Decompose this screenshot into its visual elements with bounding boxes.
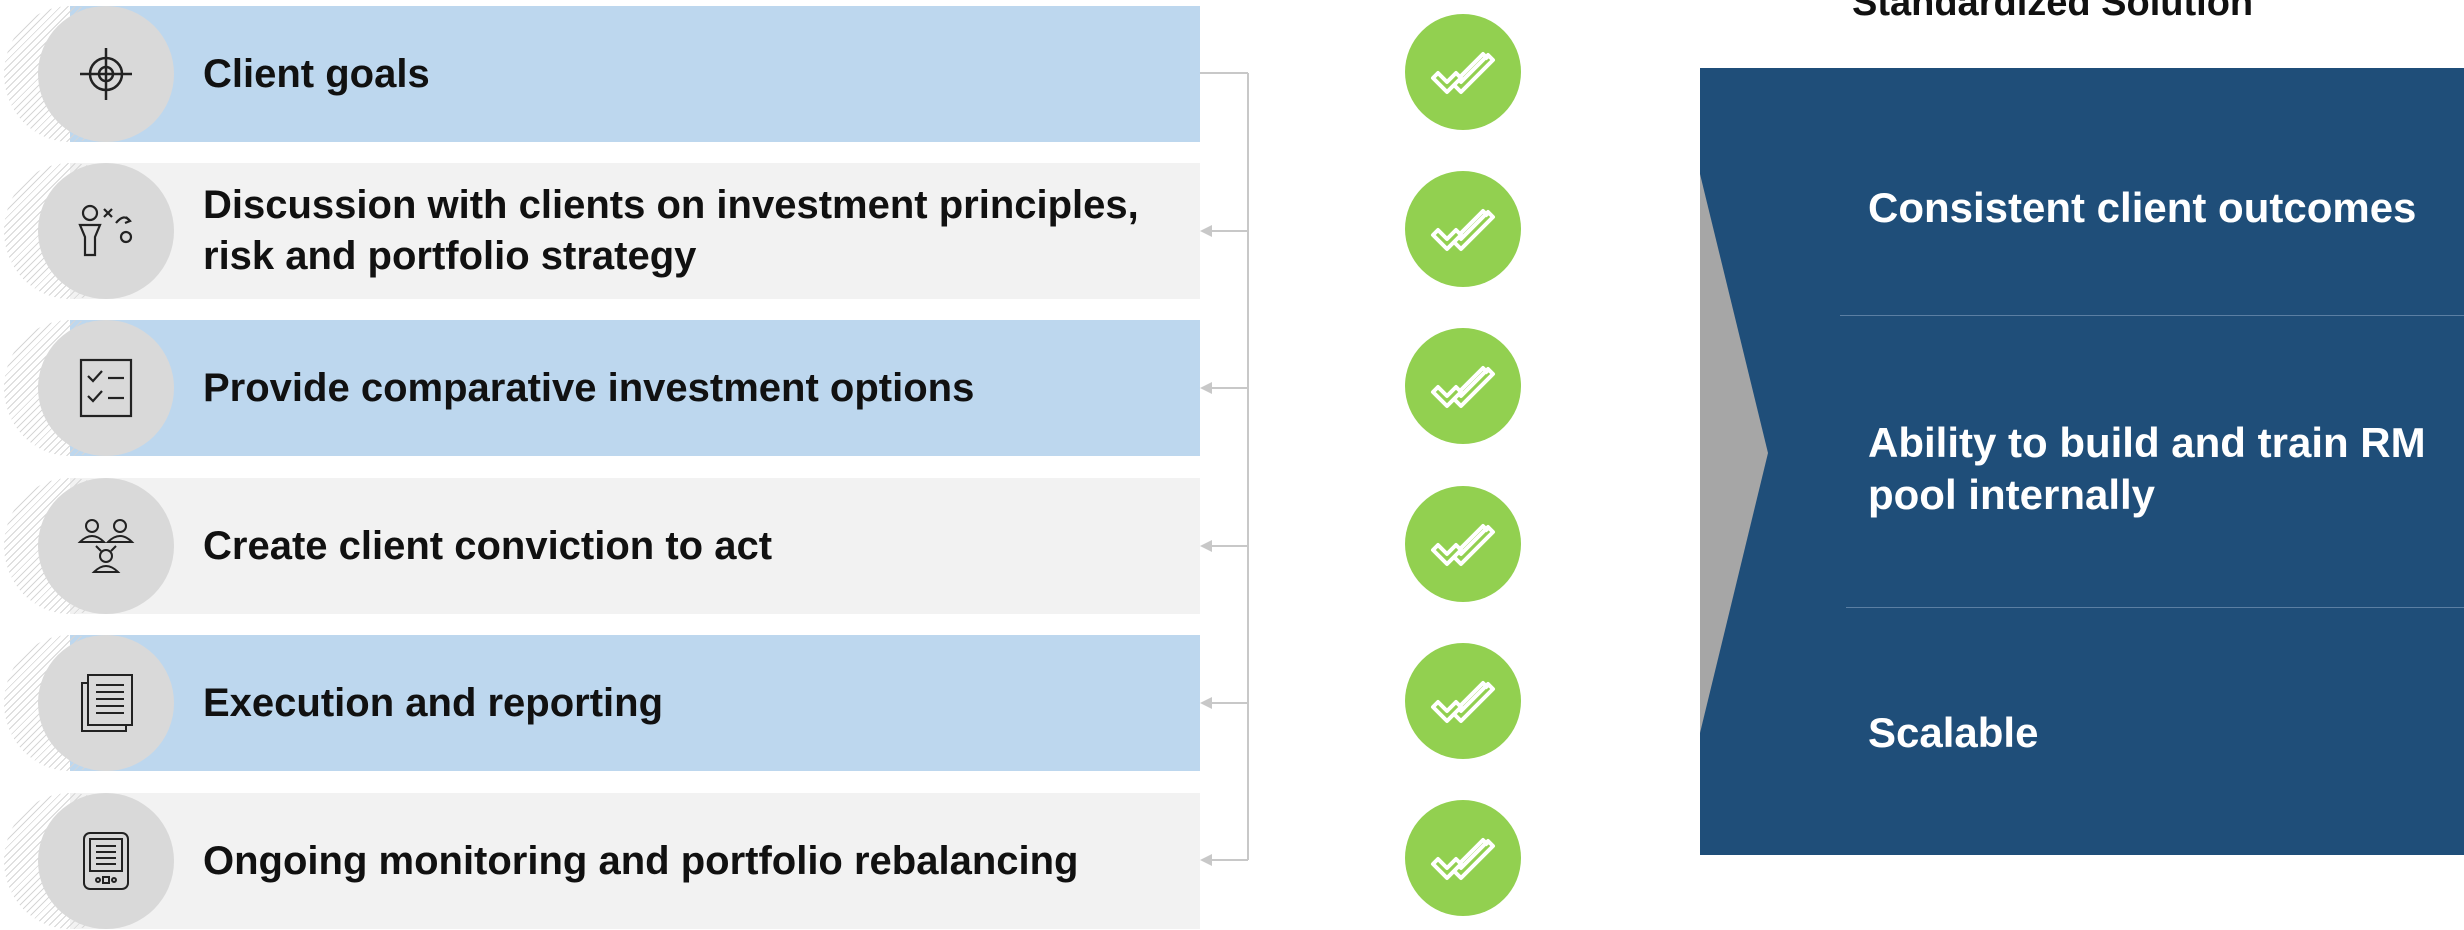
double-check-icon [1405, 328, 1521, 444]
step-bar [70, 793, 1200, 929]
solution-divider [1846, 607, 2464, 608]
people-icon [38, 478, 174, 614]
solution-box: Consistent client outcomes Ability to bu… [1700, 68, 2464, 855]
tablet-icon [38, 793, 174, 929]
solution-title: Standardized Solution [1852, 0, 2254, 24]
step-label: Create client conviction to act [203, 523, 773, 568]
step-bar [70, 635, 1200, 771]
step-comparative-options: Provide comparative investment options [0, 320, 1200, 456]
target-icon [38, 6, 174, 142]
double-check-icon [1405, 171, 1521, 287]
step-bar [70, 6, 1200, 142]
step-client-goals: Client goals [0, 6, 1200, 142]
step-client-conviction: Create client conviction to act [0, 478, 1200, 614]
step-label: Execution and reporting [203, 680, 664, 725]
document-icon [38, 635, 174, 771]
feedback-connector [1200, 72, 1249, 866]
double-check-icon [1405, 14, 1521, 130]
step-label: Discussion with clients on investment pr… [203, 183, 1139, 278]
solution-divider [1840, 315, 2464, 316]
step-execution-reporting: Execution and reporting [0, 635, 1200, 771]
step-label: Client goals [203, 51, 430, 96]
strategy-icon [38, 163, 174, 299]
checklist-icon [38, 320, 174, 456]
step-ongoing-monitoring: Ongoing monitoring and portfolio rebalan… [0, 793, 1200, 929]
solution-item: Ability to build and train RM pool inter… [1868, 419, 2426, 518]
double-check-icon [1405, 643, 1521, 759]
double-check-icon [1405, 800, 1521, 916]
solution-item: Consistent client outcomes [1868, 184, 2417, 231]
solution-item: Scalable [1868, 709, 2039, 756]
step-label: Provide comparative investment options [203, 365, 975, 410]
step-discussion: Discussion with clients on investment pr… [0, 163, 1200, 299]
double-check-icon [1405, 486, 1521, 602]
solution-arrow [1700, 174, 1768, 733]
step-bar [70, 320, 1200, 456]
step-bar [70, 163, 1200, 299]
step-bar [70, 478, 1200, 614]
step-label: Ongoing monitoring and portfolio rebalan… [203, 838, 1079, 883]
